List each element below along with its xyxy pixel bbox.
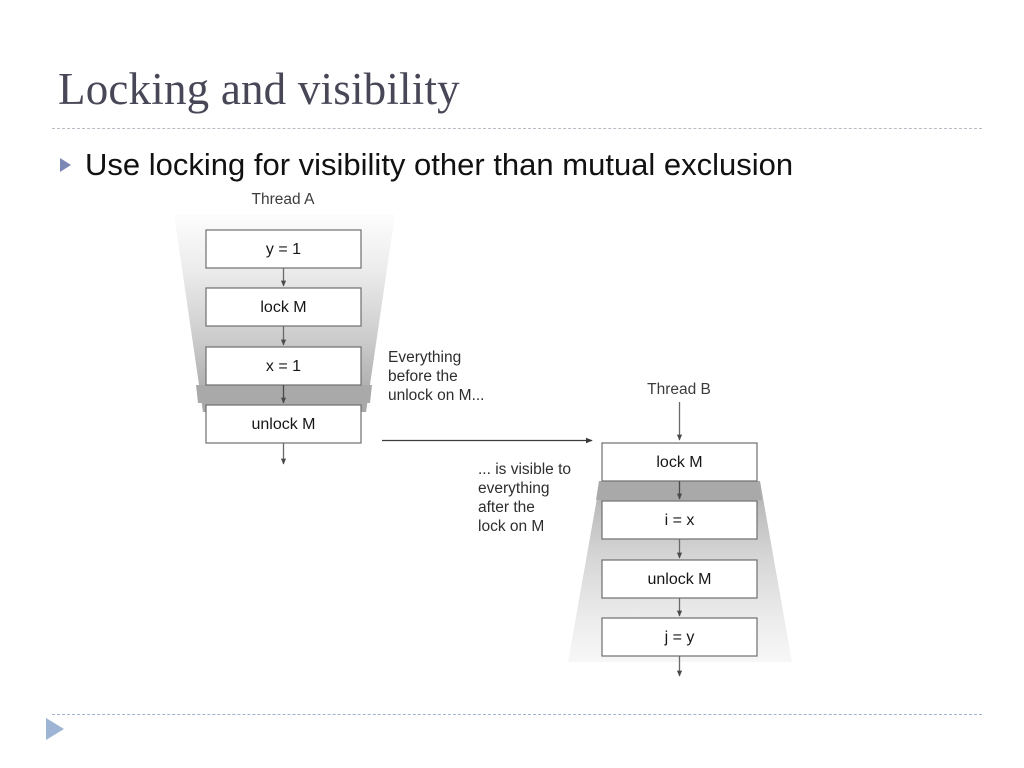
annotation-line: Everything <box>388 349 461 366</box>
thread-b-label: Thread B <box>647 381 711 398</box>
thread-a-step-box <box>205 404 362 444</box>
annotation-line: everything <box>478 480 550 497</box>
thread-a-step-label: unlock M <box>251 416 315 433</box>
thread-b-scope-shape <box>568 481 792 662</box>
thread-b-step-label: unlock M <box>647 571 711 588</box>
thread-a-group: Thread A y = 1 lock M x = 1 unlock M <box>205 191 362 465</box>
footer-triangle-icon <box>46 718 64 740</box>
thread-b-step-box <box>601 617 758 657</box>
annotation-before-unlock: Everything before the unlock on M... <box>388 349 485 404</box>
thread-a-step-box <box>205 229 362 269</box>
thread-a-step-box <box>205 346 362 386</box>
thread-a-step-box <box>205 287 362 327</box>
thread-b-step-box <box>601 442 758 482</box>
thread-a-step-label: x = 1 <box>266 358 301 375</box>
thread-b-group: Thread B lock M i = x unlock M j = y <box>601 381 758 677</box>
thread-b-step-label: i = x <box>665 512 695 529</box>
thread-b-step-box <box>601 500 758 540</box>
annotation-line: before the <box>388 368 458 385</box>
thread-a-step-label: lock M <box>260 299 306 316</box>
thread-a-step-label: y = 1 <box>266 241 301 258</box>
footer-divider <box>52 714 982 715</box>
annotation-line: after the <box>478 499 535 516</box>
annotation-line: ... is visible to <box>478 461 571 478</box>
page-title: Locking and visibility <box>58 64 460 114</box>
annotation-line: unlock on M... <box>388 387 485 404</box>
thread-a-scope-shape <box>174 214 395 412</box>
thread-b-step-label: lock M <box>656 454 702 471</box>
title-divider <box>52 128 982 129</box>
annotation-line: lock on M <box>478 518 544 535</box>
bullet-list-item: Use locking for visibility other than mu… <box>60 146 793 184</box>
thread-a-label: Thread A <box>252 191 316 208</box>
thread-b-step-label: j = y <box>664 629 695 646</box>
bullet-item-label: Use locking for visibility other than mu… <box>85 147 794 182</box>
annotation-after-lock: ... is visible to everything after the l… <box>478 461 571 535</box>
triangle-bullet-icon <box>60 158 71 172</box>
thread-b-step-box <box>601 559 758 599</box>
